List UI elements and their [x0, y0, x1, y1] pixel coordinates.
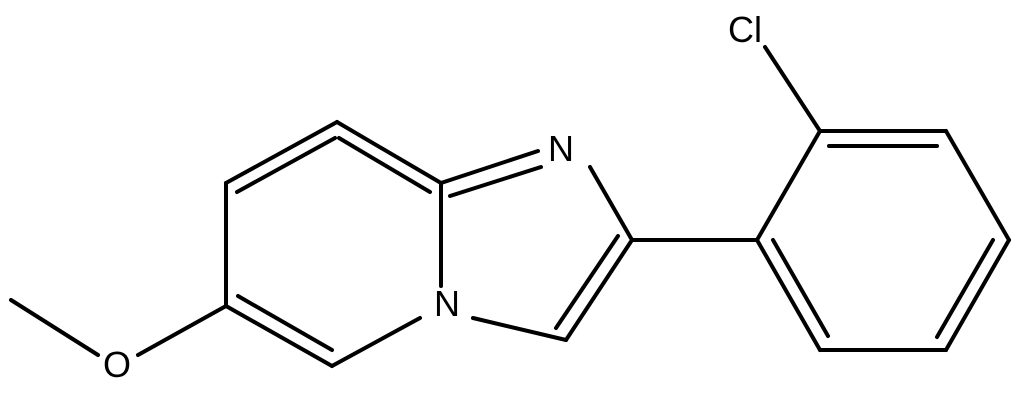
bond-ar2-cl [763, 45, 822, 133]
bond-n4-c5 [330, 316, 422, 368]
bond-ar4-ar5 [944, 238, 1011, 352]
atom-label-cl: Cl [728, 9, 762, 50]
bond-n1-c2 [588, 165, 634, 242]
bond-c7-c8 [224, 120, 339, 185]
bond-ar6-ar1-double [771, 238, 830, 338]
atom-label-n-bridge: N [434, 283, 460, 324]
bond-c2-c3-double [554, 234, 620, 330]
bond-c3-n4 [471, 316, 568, 342]
bond-c8a-n1-double [448, 165, 543, 198]
bond-c5-c6-double [236, 294, 334, 352]
atom-label-n-imine: N [548, 128, 574, 169]
bond-o-ch3 [9, 298, 100, 357]
bond-c6-o [136, 304, 228, 357]
bond-ar3-ar4 [944, 129, 1011, 242]
atom-label-o-methoxy: O [103, 344, 131, 385]
bond-c8-c8a [335, 120, 443, 185]
bond-ar4-ar5-double [935, 238, 995, 339]
bond-ar6-ar1 [755, 238, 822, 352]
bond-c8a-n1 [439, 149, 540, 185]
bond-c7-c8-double [235, 136, 337, 194]
bond-c2-c3 [564, 238, 634, 342]
bond-c5-c6 [224, 304, 334, 368]
bond-c8-c8a-inner [337, 136, 432, 194]
bond-ar1-ar2 [755, 129, 822, 242]
